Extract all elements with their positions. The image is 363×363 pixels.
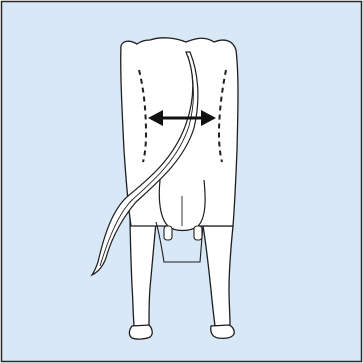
right-hoof: [211, 325, 234, 338]
udder: [159, 180, 205, 240]
teat-left: [164, 226, 172, 240]
left-hoof: [129, 325, 152, 339]
teat-right: [194, 226, 202, 240]
